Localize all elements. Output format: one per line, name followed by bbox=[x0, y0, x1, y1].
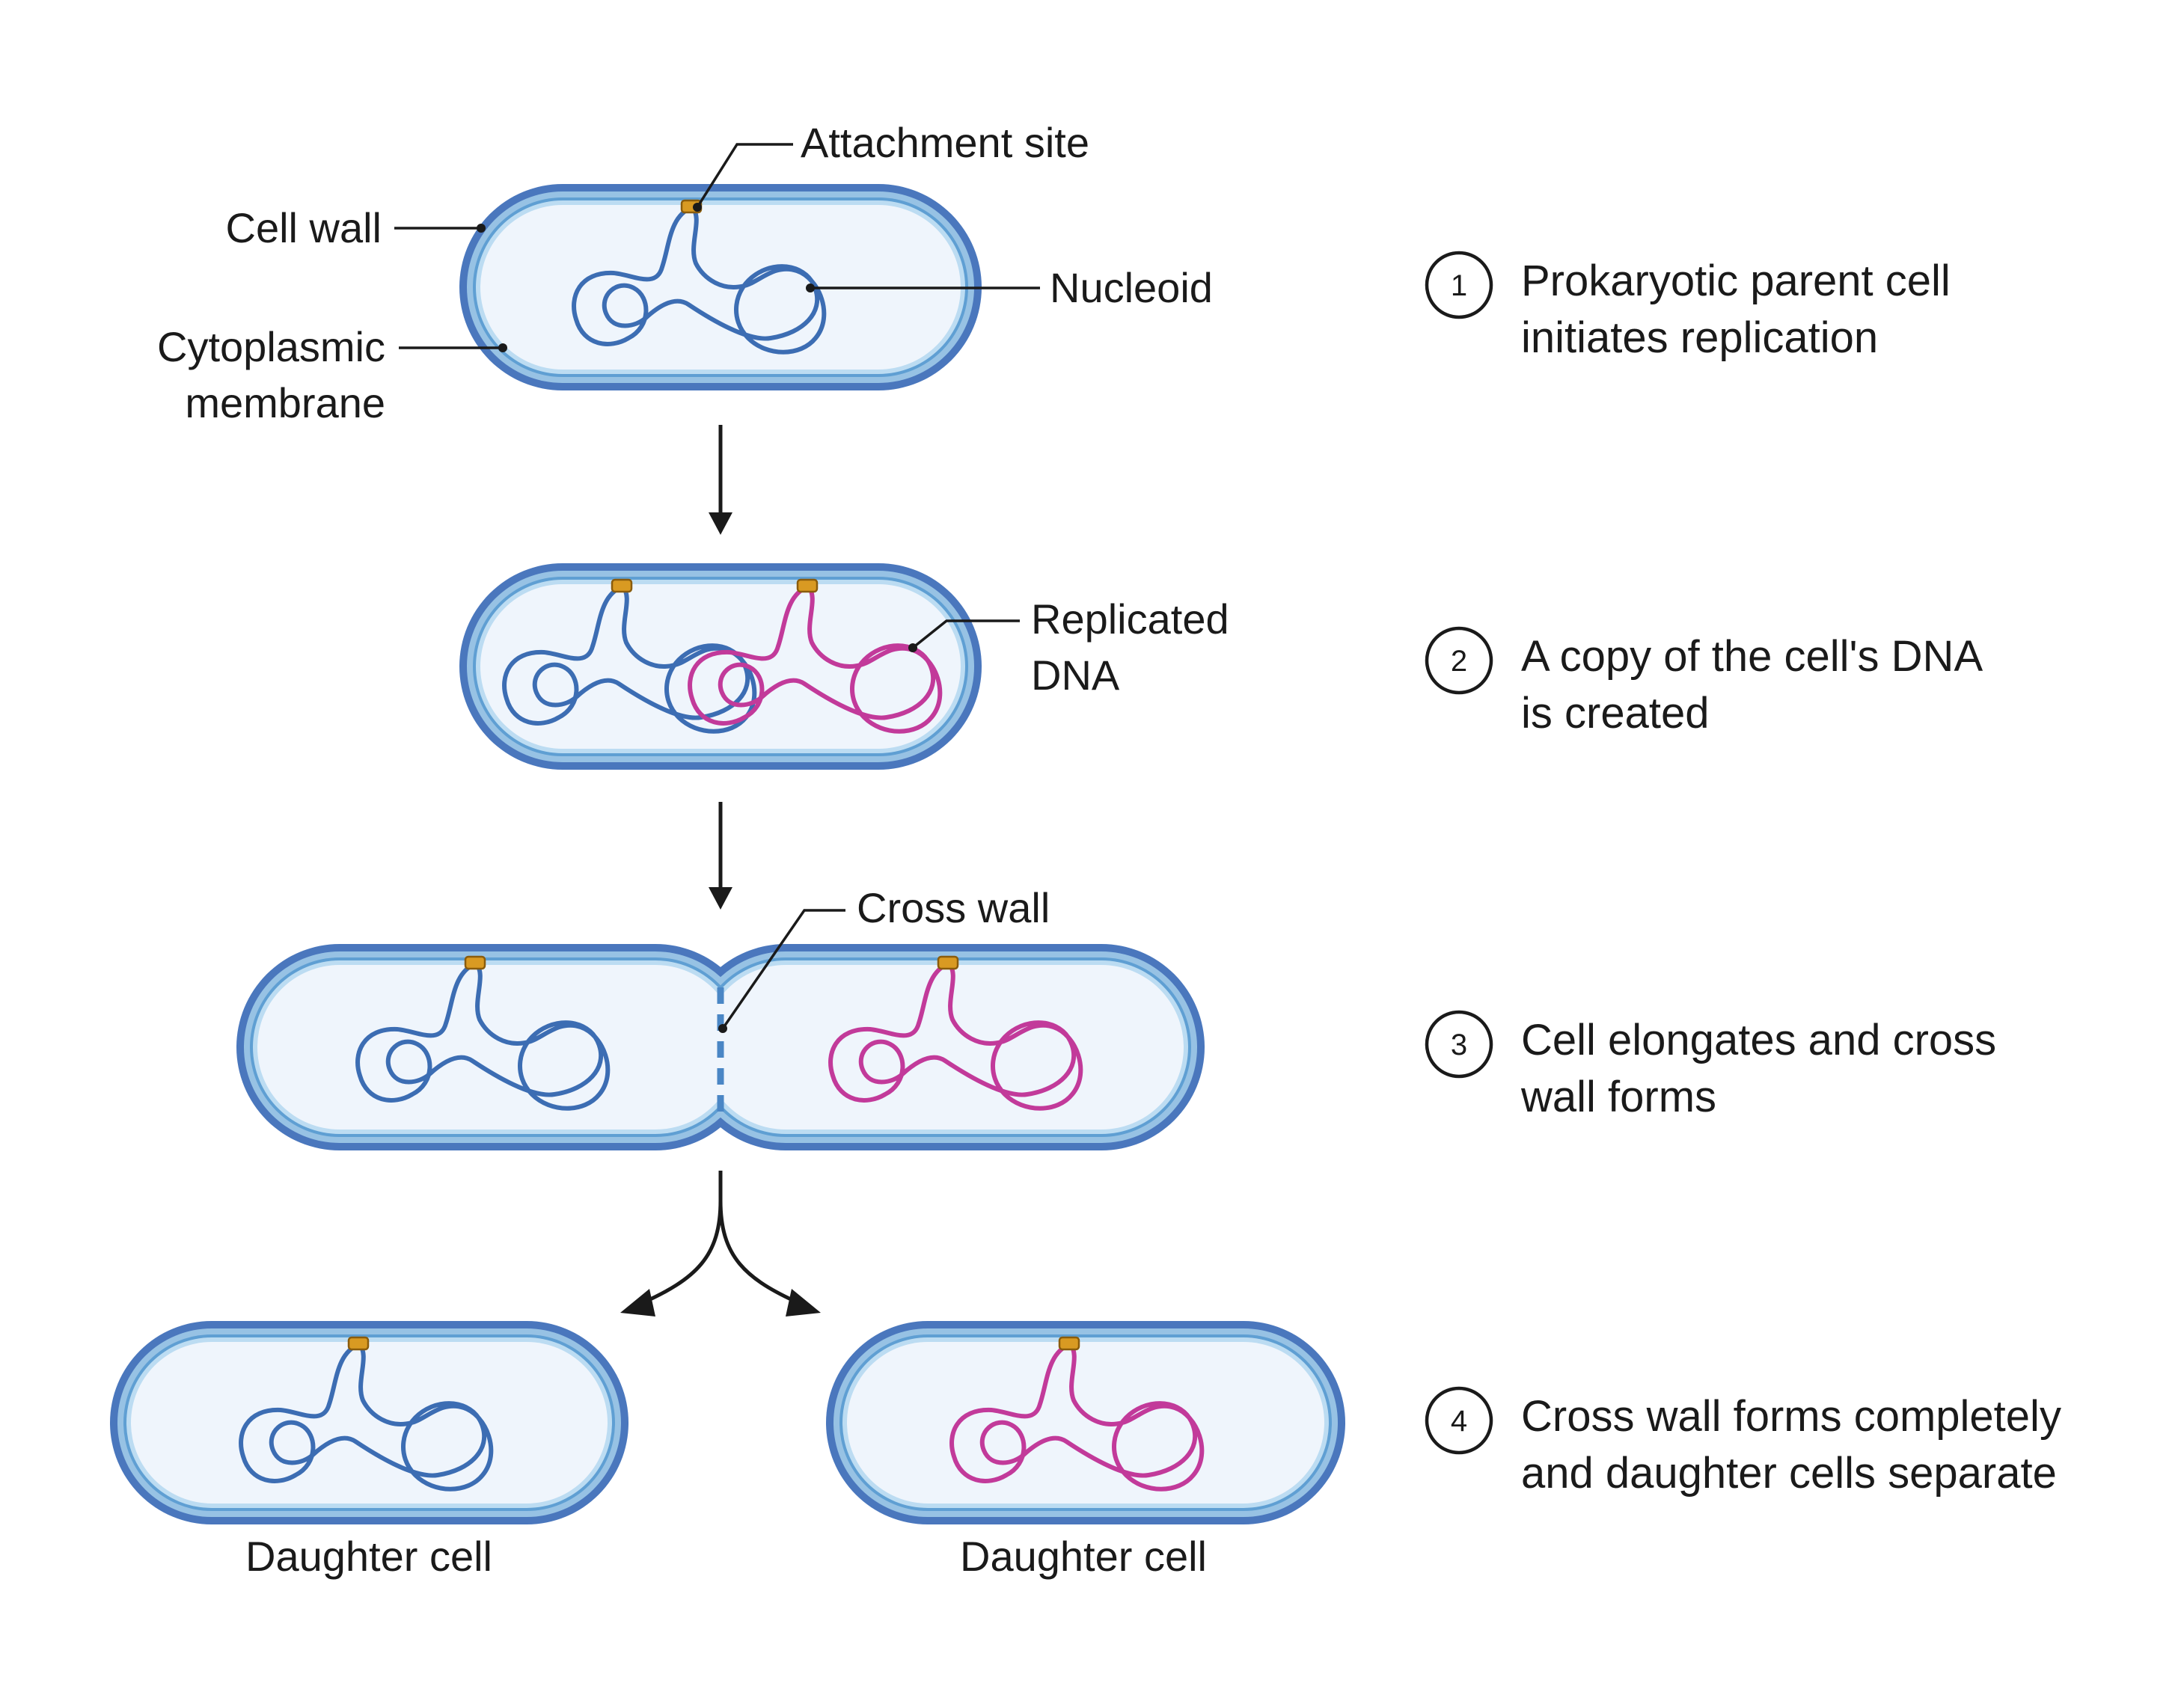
step-2-number: 2 bbox=[1451, 645, 1467, 678]
step-4-number: 4 bbox=[1451, 1405, 1467, 1438]
step-2-text-line2: is created bbox=[1521, 689, 1709, 738]
cell-wall-label: Cell wall bbox=[226, 204, 382, 251]
attachment-site-marker bbox=[937, 955, 959, 970]
attachment-site-marker bbox=[1058, 1336, 1080, 1351]
replicating-cell bbox=[459, 563, 982, 770]
attachment-site-marker bbox=[611, 578, 633, 593]
nucleoid-callout: Nucleoid bbox=[806, 264, 1213, 311]
daughter-cell-left-label: Daughter cell bbox=[245, 1533, 492, 1580]
cytoplasmic-membrane-label-line1: Cytoplasmic bbox=[157, 323, 385, 370]
arrow-step2-to-step3 bbox=[709, 802, 732, 910]
replicated-dna-label-line1: Replicated bbox=[1031, 595, 1229, 643]
parent-cell bbox=[459, 184, 982, 390]
arrow-step3-to-step4 bbox=[620, 1171, 821, 1317]
dividing-cell bbox=[236, 944, 1205, 1150]
step-1-number: 1 bbox=[1451, 269, 1467, 302]
step-3: 3 Cell elongates and cross wall forms bbox=[1425, 1010, 1996, 1121]
cytoplasmic-membrane-label-line2: membrane bbox=[185, 379, 385, 426]
cross-wall-callout: Cross wall bbox=[718, 884, 1050, 1033]
cell-wall-callout: Cell wall bbox=[226, 204, 486, 251]
step-3-text-line2: wall forms bbox=[1520, 1073, 1716, 1121]
step-4-text-line1: Cross wall forms completely bbox=[1521, 1392, 2061, 1441]
step-1-text-line1: Prokaryotic parent cell bbox=[1521, 257, 1951, 305]
step-2-text-line1: A copy of the cell's DNA bbox=[1521, 632, 1983, 681]
step-1: 1 Prokaryotic parent cell initiates repl… bbox=[1425, 251, 1951, 362]
attachment-site-marker bbox=[464, 955, 486, 970]
step-2-number-badge bbox=[1425, 626, 1493, 695]
step-3-text-line1: Cell elongates and cross bbox=[1521, 1016, 1996, 1064]
step-4-text-line2: and daughter cells separate bbox=[1521, 1449, 2057, 1498]
step-2: 2 A copy of the cell's DNA is created bbox=[1425, 626, 1983, 738]
nucleoid-label: Nucleoid bbox=[1050, 264, 1213, 311]
cross-wall-label: Cross wall bbox=[857, 884, 1050, 931]
step-3-number-badge bbox=[1425, 1010, 1493, 1079]
step-1-number-badge bbox=[1425, 251, 1493, 319]
daughter-cell-right-label: Daughter cell bbox=[960, 1533, 1207, 1580]
arrow-step1-to-step2 bbox=[709, 425, 732, 535]
daughter-cell-right bbox=[826, 1321, 1345, 1524]
step-3-number: 3 bbox=[1451, 1029, 1467, 1061]
replicated-dna-callout: Replicated DNA bbox=[908, 595, 1229, 699]
attachment-site-label: Attachment site bbox=[801, 119, 1089, 166]
cytoplasmic-membrane-callout: Cytoplasmic membrane bbox=[157, 323, 507, 426]
attachment-site-callout: Attachment site bbox=[693, 119, 1089, 212]
replicated-dna-label-line2: DNA bbox=[1031, 652, 1120, 699]
attachment-site-marker bbox=[347, 1336, 370, 1351]
step-4: 4 Cross wall forms completely and daught… bbox=[1425, 1386, 2061, 1498]
step-4-number-badge bbox=[1425, 1386, 1493, 1455]
daughter-cell-left bbox=[110, 1321, 628, 1524]
step-1-text-line2: initiates replication bbox=[1521, 313, 1878, 362]
attachment-site-marker bbox=[796, 578, 819, 593]
dividing-cell-left-half bbox=[236, 944, 721, 1150]
